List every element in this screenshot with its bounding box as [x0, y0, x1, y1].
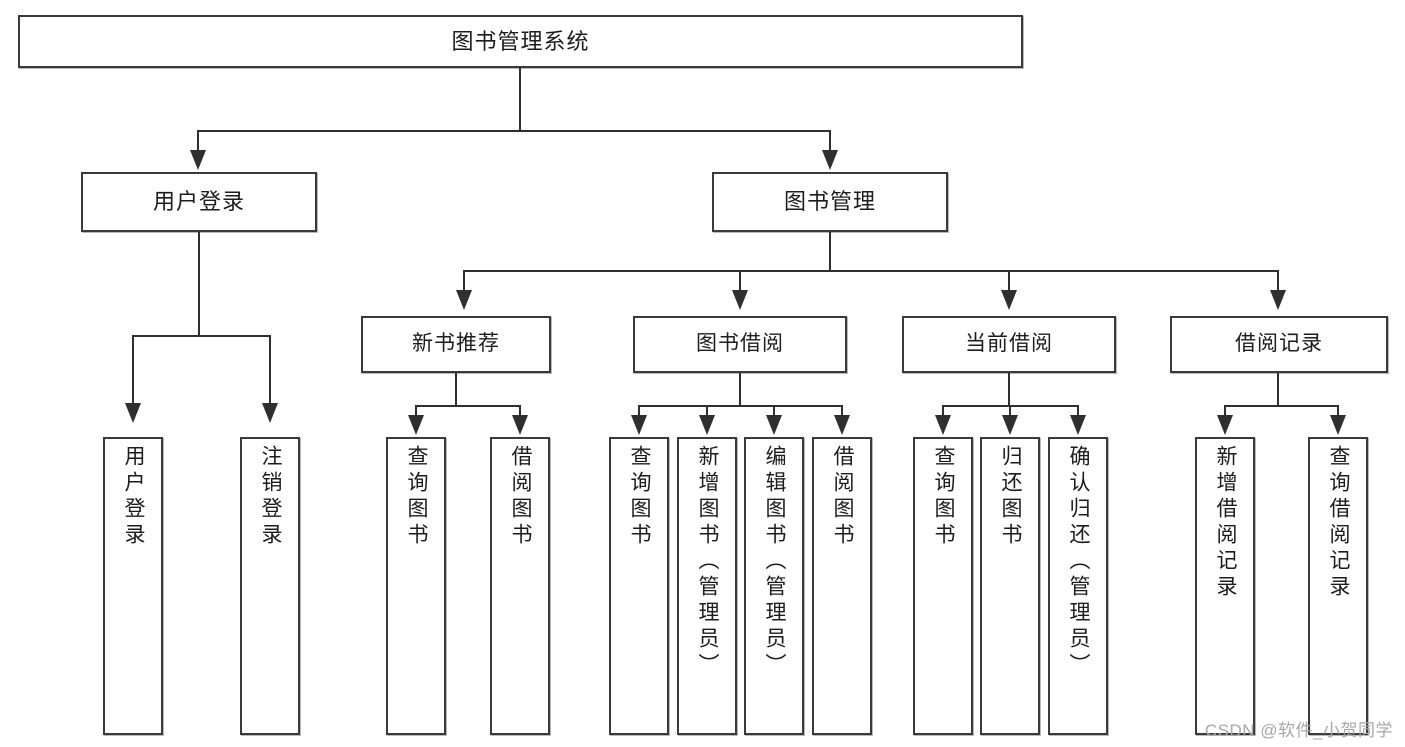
leaf-new-book-1[interactable]: 借阅图书: [490, 437, 550, 735]
connector-nb-to-leaf-0: [415, 405, 417, 419]
connector-user-login-to-leaf-1: [269, 335, 271, 405]
arrowhead-bb-leaf-0: [631, 415, 647, 435]
leaf-label: 新增借阅记录: [1214, 445, 1238, 601]
leaf-label: 查询借阅记录: [1327, 445, 1351, 601]
arrowhead-br-leaf-0: [1217, 415, 1233, 435]
arrowhead-user-login: [190, 150, 206, 170]
leaf-new-book-0[interactable]: 查询图书: [386, 437, 446, 735]
node-label: 新书推荐: [412, 332, 500, 356]
leaf-book-borrow-1[interactable]: 新增图书（管理员）: [677, 437, 737, 735]
leaf-book-borrow-0[interactable]: 查询图书: [609, 437, 669, 735]
leaf-borrow-record-1[interactable]: 查询借阅记录: [1308, 437, 1368, 735]
connector-bm-to-current-borrow: [1008, 270, 1010, 292]
leaf-user-login-0[interactable]: 用户登录: [103, 437, 163, 735]
arrowhead-bb-leaf-2: [766, 415, 782, 435]
leaf-book-borrow-2[interactable]: 编辑图书（管理员）: [744, 437, 804, 735]
node-label: 图书管理系统: [451, 28, 590, 54]
connector-bb-to-leaf-0: [638, 405, 640, 419]
connector-bm-to-new-book: [463, 270, 465, 292]
arrowhead-user-login-leaf-0: [125, 403, 141, 423]
node-label: 用户登录: [152, 189, 245, 215]
connector-root-to-book-management: [829, 130, 831, 152]
leaf-label: 确认归还（管理员）: [1067, 445, 1091, 679]
connector-cb-to-leaf-2: [1077, 405, 1079, 419]
connector-bm-to-book-borrow: [739, 270, 741, 292]
leaf-label: 归还图书: [999, 445, 1023, 549]
arrowhead-book-borrow: [732, 290, 748, 310]
node-new-book-recommend[interactable]: 新书推荐: [361, 316, 551, 373]
connector-current-borrow-stem: [1008, 373, 1010, 407]
leaf-label: 用户登录: [122, 445, 146, 549]
node-label: 借阅记录: [1235, 332, 1323, 356]
leaf-user-login-1[interactable]: 注销登录: [240, 437, 300, 735]
connector-borrow-record-stem: [1277, 373, 1279, 407]
node-user-login[interactable]: 用户登录: [81, 172, 317, 232]
leaf-label: 借阅图书: [831, 445, 855, 549]
connector-cb-to-leaf-0: [942, 405, 944, 419]
node-root-book-management-system[interactable]: 图书管理系统: [18, 15, 1023, 68]
connector-book-borrow-bus: [638, 405, 843, 407]
leaf-current-borrow-1[interactable]: 归还图书: [980, 437, 1040, 735]
arrowhead-bb-leaf-1: [699, 415, 715, 435]
connector-nb-to-leaf-1: [519, 405, 521, 419]
arrowhead-book-management: [822, 150, 838, 170]
node-label: 当前借阅: [965, 332, 1053, 356]
leaf-current-borrow-2[interactable]: 确认归还（管理员）: [1048, 437, 1108, 735]
node-label: 图书借阅: [696, 332, 784, 356]
leaf-label: 查询图书: [405, 445, 429, 549]
arrowhead-current-borrow: [1001, 290, 1017, 310]
connector-new-book-bus: [415, 405, 521, 407]
connector-book-management-stem: [829, 232, 831, 272]
arrowhead-borrow-record: [1270, 290, 1286, 310]
connector-root-bus: [197, 130, 831, 132]
node-book-management[interactable]: 图书管理: [712, 172, 948, 232]
arrowhead-new-book-recommend: [456, 290, 472, 310]
connector-root-to-user-login: [197, 130, 199, 152]
watermark-text: CSDN @软件_小贺同学: [1204, 721, 1393, 740]
connector-bm-to-borrow-record: [1277, 270, 1279, 292]
leaf-current-borrow-0[interactable]: 查询图书: [913, 437, 973, 735]
node-book-borrow[interactable]: 图书借阅: [633, 316, 847, 373]
leaf-label: 新增图书（管理员）: [696, 445, 720, 679]
node-label: 图书管理: [783, 189, 876, 215]
arrowhead-br-leaf-1: [1330, 415, 1346, 435]
connector-bb-to-leaf-3: [841, 405, 843, 419]
arrowhead-nb-leaf-0: [408, 415, 424, 435]
leaf-label: 编辑图书（管理员）: [763, 445, 787, 679]
leaf-borrow-record-0[interactable]: 新增借阅记录: [1195, 437, 1255, 735]
connector-cb-to-leaf-1: [1009, 405, 1011, 419]
arrowhead-cb-leaf-0: [935, 415, 951, 435]
connector-book-borrow-stem: [739, 373, 741, 407]
node-current-borrow[interactable]: 当前借阅: [902, 316, 1116, 373]
connector-user-login-stem: [198, 232, 200, 336]
leaf-book-borrow-3[interactable]: 借阅图书: [812, 437, 872, 735]
arrowhead-user-login-leaf-1: [262, 403, 278, 423]
connector-root-stem: [519, 68, 521, 131]
connector-book-management-bus: [463, 270, 1278, 272]
arrowhead-cb-leaf-2: [1070, 415, 1086, 435]
connector-user-login-bus: [132, 335, 271, 337]
connector-new-book-stem: [455, 373, 457, 407]
leaf-label: 借阅图书: [509, 445, 533, 549]
leaf-label: 注销登录: [259, 445, 283, 549]
arrowhead-nb-leaf-1: [512, 415, 528, 435]
connector-borrow-record-bus: [1224, 405, 1339, 407]
node-borrow-record[interactable]: 借阅记录: [1170, 316, 1388, 373]
leaf-label: 查询图书: [932, 445, 956, 549]
connector-user-login-to-leaf-0: [132, 335, 134, 405]
connector-br-to-leaf-0: [1224, 405, 1226, 419]
arrowhead-bb-leaf-3: [834, 415, 850, 435]
connector-br-to-leaf-1: [1337, 405, 1339, 419]
leaf-label: 查询图书: [628, 445, 652, 549]
arrowhead-cb-leaf-1: [1002, 415, 1018, 435]
connector-bb-to-leaf-2: [773, 405, 775, 419]
connector-bb-to-leaf-1: [706, 405, 708, 419]
